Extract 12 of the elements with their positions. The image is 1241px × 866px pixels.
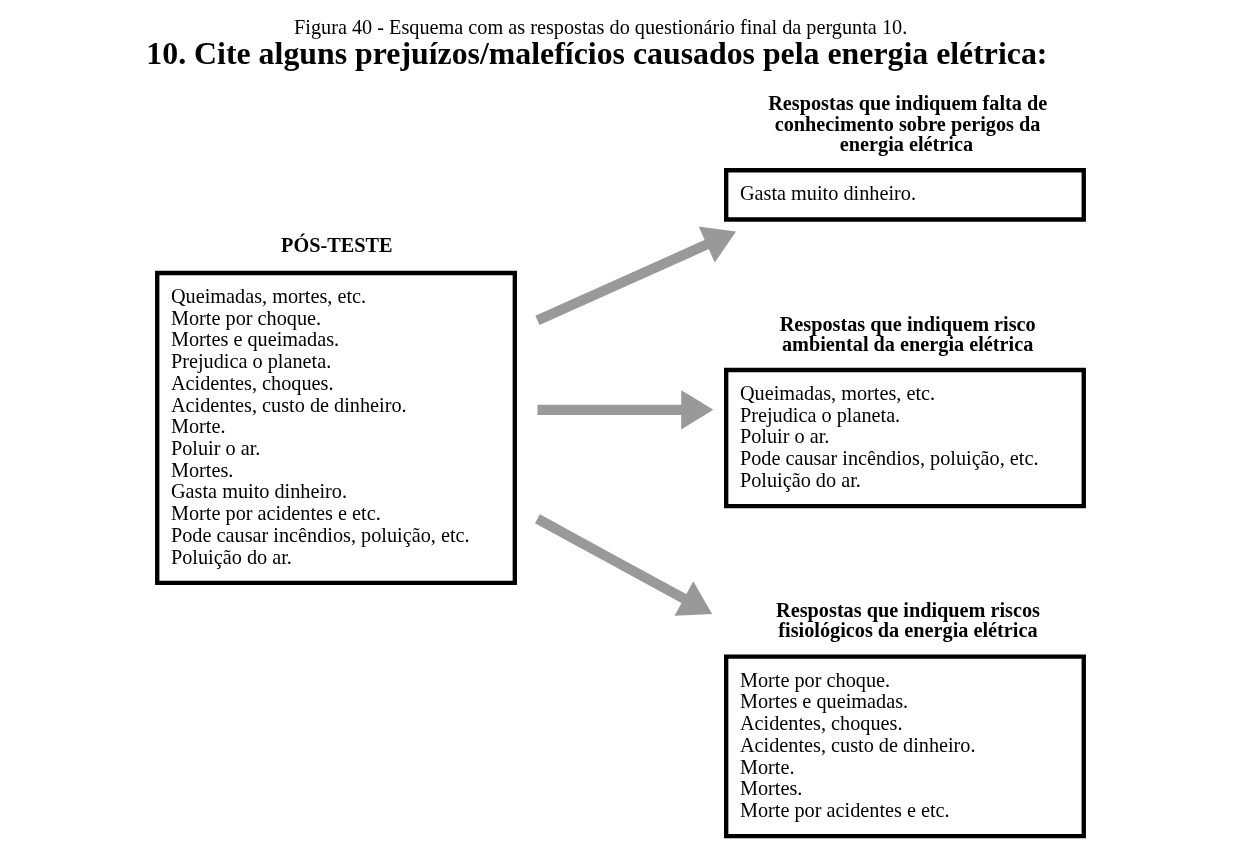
node-label: Respostas que indiquem riscos fisiológicos da energia elétrica (776, 599, 1040, 642)
node-label: Respostas que indiquem falta de conhecimento sobre perigos da energia elétrica (768, 92, 1048, 155)
arrow (537, 390, 714, 430)
caption: Figura 40 - Esquema com as respostas do questionário final da pergunta 10. (294, 16, 908, 39)
node-box: Queimadas, mortes, etc. Prejudica o planeta. Poluir o ar. Pode causar incêndios, poluição, etc. Poluição do ar. (724, 367, 1086, 509)
node-box: Morte por choque. Mortes e queimadas. Acidentes, choques. Acidentes, custo de dinheiro. Morte. Mortes. Morte por acidentes e etc. (724, 654, 1086, 839)
node-box: Queimadas, mortes, etc. Morte por choque. Mortes e queimadas. Prejudica o planeta. Acidentes, choques. Acidentes, custo de dinheiro. Morte. Poluir o ar. Mortes. Gasta muito dinheiro. Morte por acidentes e etc. Pode causar incêndios, poluição, etc. Poluição do ar. (155, 270, 517, 585)
arrow (535, 226, 737, 325)
node-label: Respostas que indiquem risco ambiental da energia elétrica (779, 312, 1036, 355)
node-label: PÓS-TESTE (281, 234, 393, 257)
node-box: Gasta muito dinheiro. (724, 168, 1086, 222)
arrow (535, 514, 713, 616)
